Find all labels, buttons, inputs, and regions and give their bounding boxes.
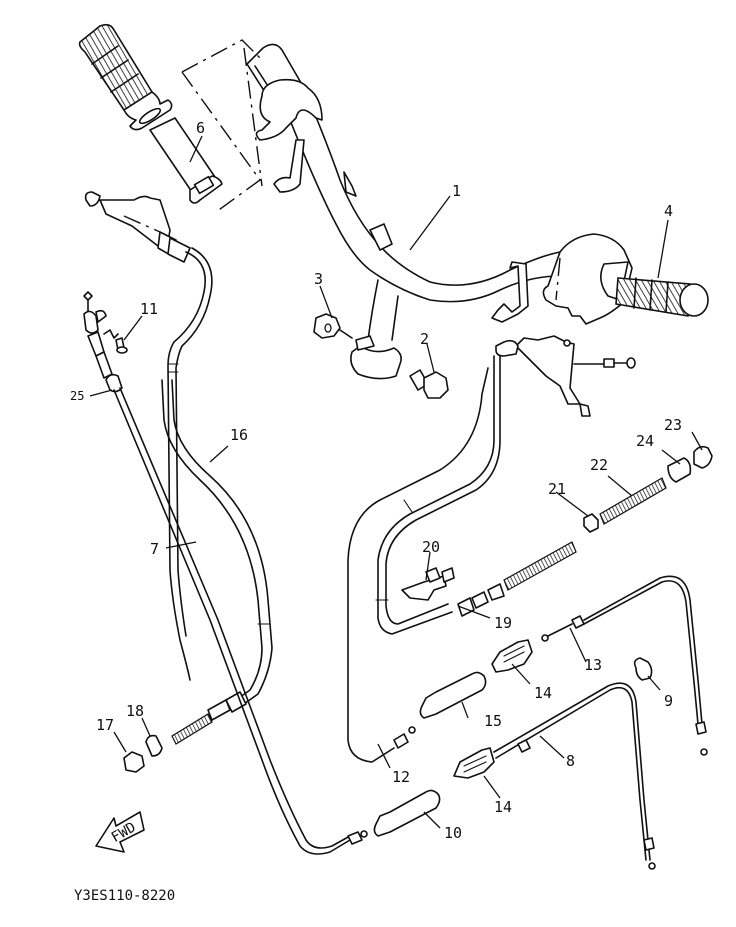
- callout-17[interactable]: 17: [96, 716, 114, 734]
- callout-23[interactable]: 23: [664, 416, 682, 434]
- joint-14-lower: [453, 747, 495, 779]
- cable-8: [493, 682, 656, 870]
- callout-21[interactable]: 21: [548, 480, 566, 498]
- callout-1[interactable]: 1: [452, 182, 461, 200]
- callout-13[interactable]: 13: [584, 656, 602, 674]
- nut-3: [313, 313, 353, 339]
- joint-14-upper: [491, 639, 533, 673]
- callout-6[interactable]: 6: [196, 119, 205, 137]
- left-grip: [78, 23, 173, 131]
- right-lever-cable: [347, 335, 636, 763]
- clip-20: [401, 567, 455, 601]
- handlebar: [246, 43, 633, 380]
- sleeve-10: [373, 789, 441, 837]
- callout-22[interactable]: 22: [590, 456, 608, 474]
- cable-13: [541, 575, 708, 756]
- throttle-grip: [149, 117, 223, 204]
- callout-14-upper[interactable]: 14: [534, 684, 552, 702]
- callout-19[interactable]: 19: [494, 614, 512, 632]
- callout-labels: 1 2 3 4 6 7 8 9 10 11 12 13 14 14 15 16 …: [70, 119, 682, 842]
- spring-22: [599, 477, 667, 525]
- fwd-arrow: FWD: [95, 811, 145, 853]
- adjuster-18: [145, 734, 163, 757]
- callout-20[interactable]: 20: [422, 538, 440, 556]
- assembly-outline: [181, 39, 263, 213]
- callout-9[interactable]: 9: [664, 692, 673, 710]
- callout-25[interactable]: 25: [70, 389, 84, 403]
- callout-7[interactable]: 7: [150, 540, 159, 558]
- callout-10[interactable]: 10: [444, 824, 462, 842]
- nut-21: [583, 513, 599, 533]
- callout-8[interactable]: 8: [566, 752, 575, 770]
- callout-24[interactable]: 24: [636, 432, 654, 450]
- callout-2[interactable]: 2: [420, 330, 429, 348]
- left-lever-cable: [84, 191, 273, 745]
- callout-12[interactable]: 12: [392, 768, 410, 786]
- clamp-9: [633, 657, 653, 681]
- cable-12-end: [393, 726, 416, 749]
- callout-16[interactable]: 16: [230, 426, 248, 444]
- sleeve-15: [419, 671, 487, 719]
- callout-15[interactable]: 15: [484, 712, 502, 730]
- nut-17: [123, 751, 145, 773]
- callout-3[interactable]: 3: [314, 270, 323, 288]
- clip-23: [693, 445, 713, 469]
- callout-18[interactable]: 18: [126, 702, 144, 720]
- bolt-2: [409, 369, 449, 399]
- right-grip: [600, 261, 709, 317]
- leader-lines: [89, 135, 703, 829]
- callout-4[interactable]: 4: [664, 202, 673, 220]
- adjuster-24: [667, 457, 692, 483]
- drawing-code: Y3ES110-8220: [74, 888, 175, 904]
- callout-11[interactable]: 11: [140, 300, 158, 318]
- callout-14-lower[interactable]: 14: [494, 798, 512, 816]
- throttle-cable: [83, 291, 368, 855]
